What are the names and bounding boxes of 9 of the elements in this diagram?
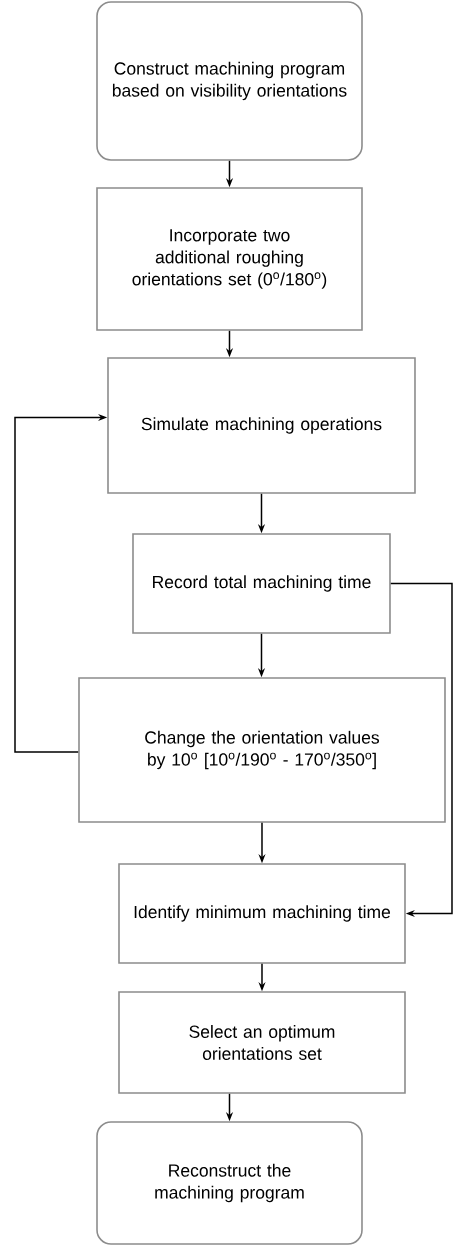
terminal-box: Reconstruct the machining program — [96, 1121, 363, 1245]
process-box: Incorporate two additional roughing orientations set (0$^{o}$/180$^{o}$) — [96, 187, 363, 331]
process-box: Simulate machining operations — [107, 357, 416, 494]
process-box: Identify minimum machining time — [118, 863, 406, 964]
process-box: Change the orientation values by 10$^{o}$ [10$^{o}$/190$^{o}$ - 170$^{o}$/350$^{o}$] — [78, 677, 446, 823]
terminal-box: Construct machining program based on visibility orientations — [96, 1, 363, 161]
arrow — [390, 582, 453, 918]
process-box: Select an optimum orientations set — [118, 991, 406, 1094]
process-box: Record total machining time — [132, 533, 391, 634]
